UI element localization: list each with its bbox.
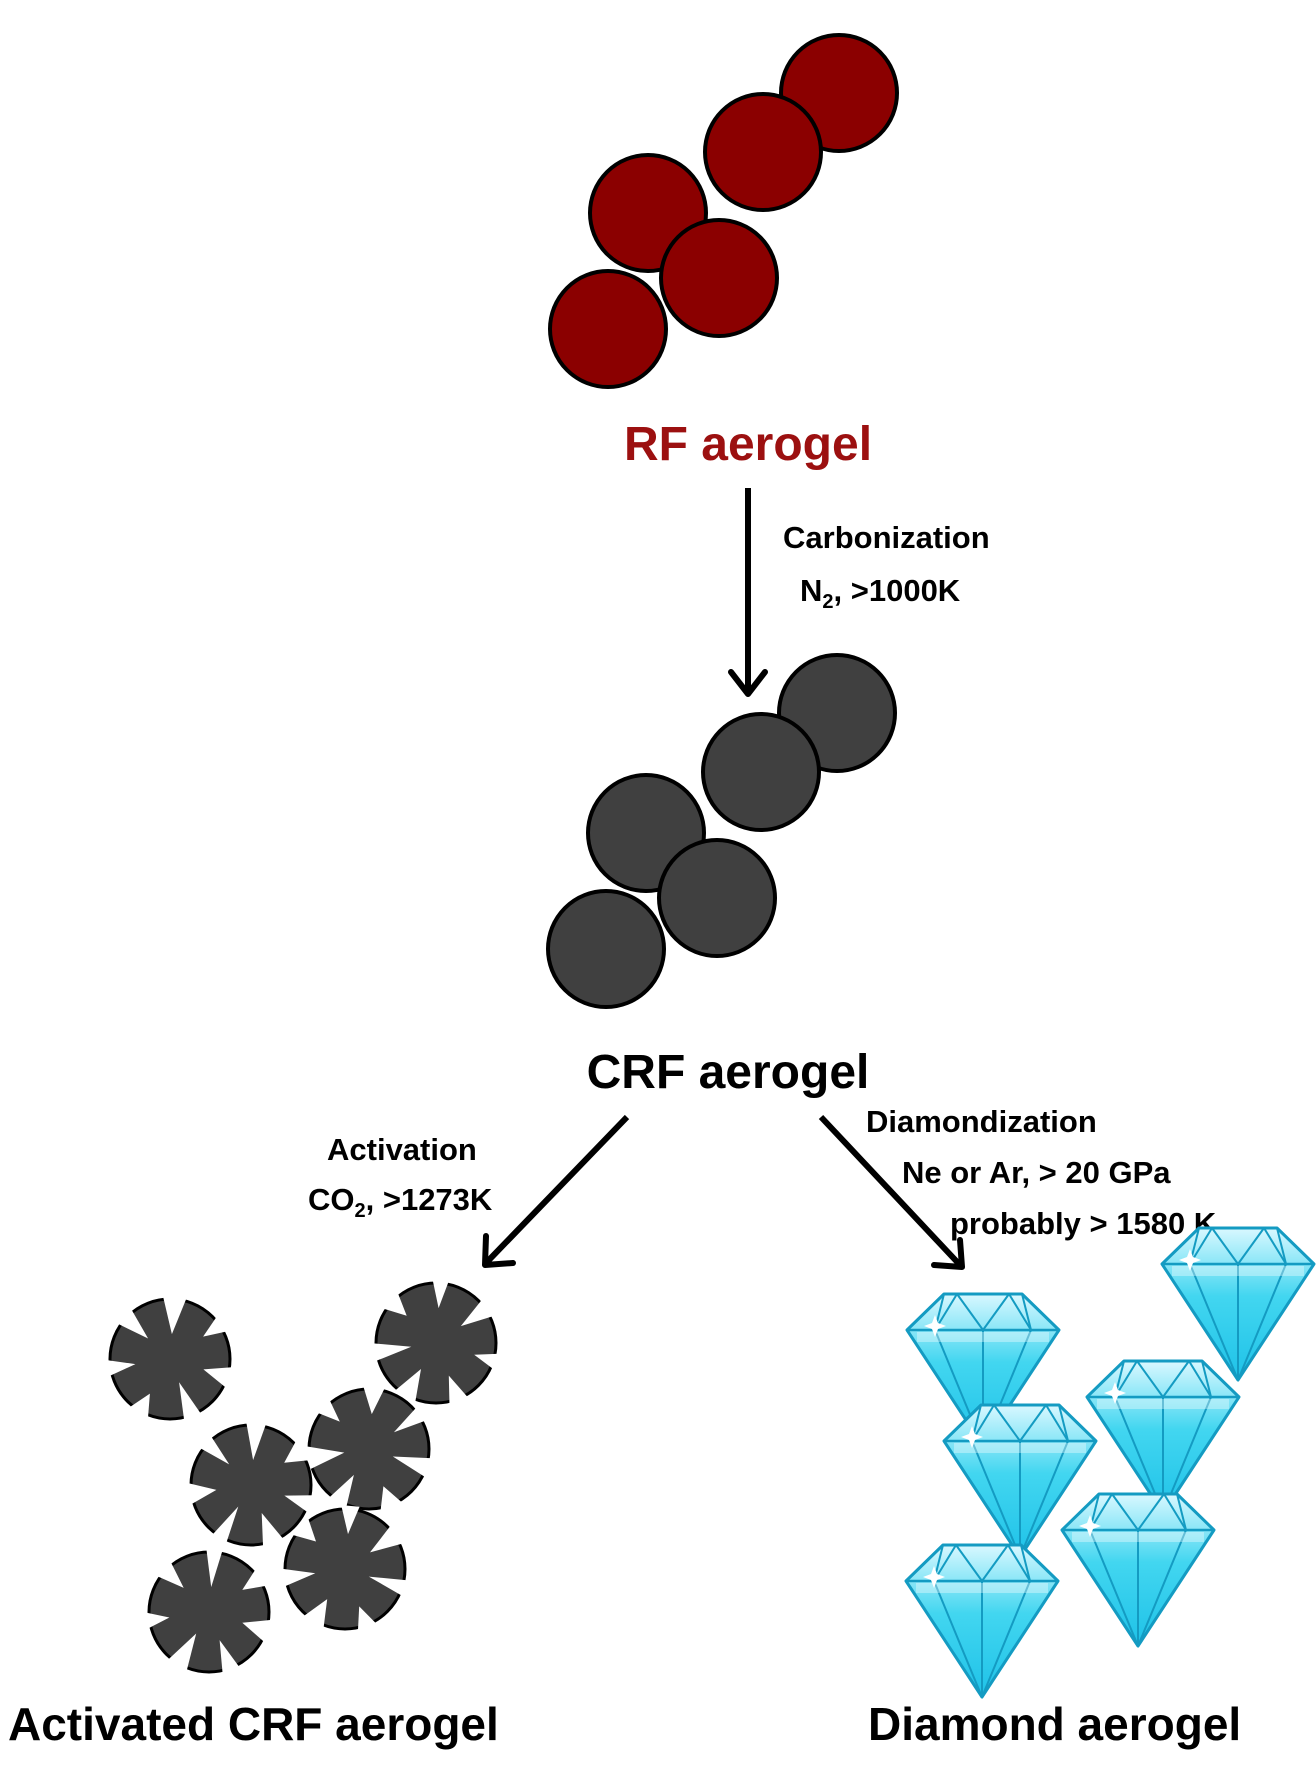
crf-particle-2 [701,712,821,832]
activated-particle-3 [305,1385,433,1512]
sparkle-icon [923,1566,945,1588]
diamond-1 [1160,1226,1316,1382]
activated-particle-2 [106,1295,234,1422]
sparkle-icon [1079,1515,1101,1537]
diamondization-arrow [818,1114,965,1270]
diamond-aerogel-label: Diamond aerogel [868,1698,1241,1750]
carbonization-conditions: N2, >1000K [800,573,961,613]
sparkle-icon [1179,1249,1201,1271]
crf-aerogel-label: CRF aerogel [587,1046,870,1099]
activation-conditions: CO2, >1273K [308,1182,493,1222]
rf-aerogel-particles [548,33,899,389]
activated-particle-1 [372,1279,500,1406]
diamond-6 [904,1543,1060,1699]
activated-particle-6 [145,1548,273,1675]
diamond-5 [1060,1492,1216,1648]
activated-crf-aerogel-particles [106,1279,500,1675]
rf-particle-4 [659,218,779,338]
diamond-4 [942,1403,1098,1559]
crf-particle-5 [546,889,666,1009]
activated-particle-5 [281,1505,408,1632]
diamond-3 [1085,1359,1241,1515]
sparkle-icon [1104,1382,1126,1404]
rf-aerogel-label: RF aerogel [624,418,872,471]
crf-particle-4 [657,838,777,958]
diamondization-conditions-pressure: Ne or Ar, > 20 GPa [902,1155,1171,1190]
activation-arrow [482,1114,630,1268]
rf-particle-2 [703,92,823,212]
rf-particle-5 [548,269,668,389]
crf-aerogel-particles [546,653,897,1009]
activated-particle-4 [187,1421,315,1548]
activation-label: Activation [327,1132,477,1167]
activated-crf-aerogel-label: Activated CRF aerogel [8,1698,499,1750]
carbonization-arrow [728,488,768,697]
diamond-aerogel-crystals [904,1226,1316,1699]
sparkle-icon [961,1426,983,1448]
diamondization-conditions-temperature: probably > 1580 K [950,1206,1217,1241]
sparkle-icon [924,1315,946,1337]
diamondization-label: Diamondization [866,1104,1097,1139]
carbonization-label: Carbonization [783,520,990,555]
